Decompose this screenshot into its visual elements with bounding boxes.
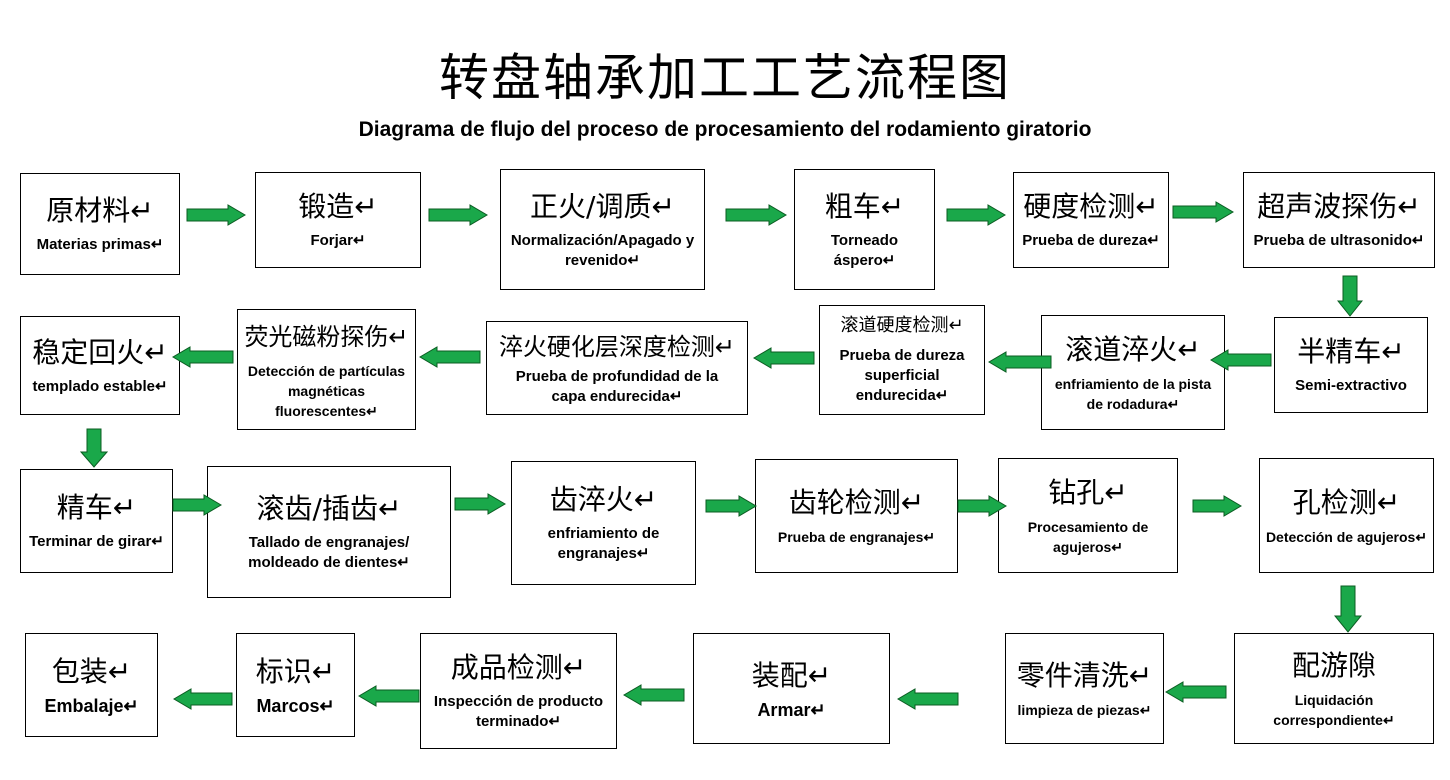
- step-assembly: 装配↵ Armar↵: [693, 633, 890, 744]
- step-label-cn: 配游隙: [1291, 648, 1376, 682]
- step-finish-turning: 精车↵ Terminar de girar↵: [20, 469, 173, 573]
- flow-arrow-left-icon: [358, 685, 420, 707]
- flow-arrow-left-icon: [419, 346, 481, 368]
- step-label-es: Liquidación correspondiente↵: [1273, 691, 1395, 728]
- step-label-cn: 标识↵: [255, 655, 336, 688]
- step-label-es: Torneado áspero↵: [830, 231, 899, 269]
- step-packaging: 包装↵ Embalaje↵: [25, 633, 158, 737]
- flow-arrow-right-icon: [1172, 201, 1234, 223]
- diagram-subtitle: Diagrama de flujo del proceso de procesa…: [358, 118, 1092, 141]
- step-label-es: Embalaje↵: [44, 696, 139, 716]
- step-label-cn: 半精车↵: [1297, 335, 1405, 368]
- flow-arrow-down-icon: [1334, 585, 1362, 633]
- step-label-es: Marcos↵: [256, 696, 335, 716]
- step-label-es: enfriamiento de la pista de rodadura↵: [1054, 375, 1212, 412]
- step-label-cn: 装配↵: [751, 658, 832, 692]
- step-label-es: Semi-extractivo: [1295, 377, 1407, 394]
- step-label-es: Detección de agujeros↵: [1265, 528, 1428, 545]
- step-hole-inspection: 孔检测↵ Detección de agujeros↵: [1259, 458, 1434, 573]
- step-label-cn: 孔检测↵: [1292, 485, 1401, 519]
- step-label-es: Prueba de profundidad de la capa endurec…: [515, 368, 719, 405]
- step-label-cn: 原材料↵: [46, 194, 154, 227]
- step-label-cn: 成品检测↵: [450, 651, 587, 684]
- step-final-inspection: 成品检测↵ Inspección de producto terminado↵: [420, 633, 617, 749]
- step-label-es: Detección de partículas magnéticas fluor…: [247, 362, 406, 419]
- flow-arrow-left-icon: [1165, 681, 1227, 703]
- step-label-cn: 荧光磁粉探伤↵: [244, 322, 409, 351]
- flow-arrow-down-icon: [1337, 275, 1363, 317]
- step-label-cn: 粗车↵: [824, 189, 905, 223]
- step-label-es: Forjar↵: [310, 232, 366, 249]
- flow-arrow-right-icon: [705, 495, 757, 517]
- step-raw-materials: 原材料↵ Materias primas↵: [20, 173, 180, 275]
- step-label-cn: 钻孔↵: [1048, 475, 1128, 509]
- flow-arrow-left-icon: [897, 688, 959, 710]
- step-stable-tempering: 稳定回火↵ templado estable↵: [20, 316, 180, 415]
- step-label-cn: 超声波探伤↵: [1257, 190, 1421, 223]
- step-label-es: Procesamiento de agujeros↵: [1027, 518, 1149, 555]
- step-clearance-matching: 配游隙 Liquidación correspondiente↵: [1234, 633, 1434, 744]
- step-label-cn: 锻造↵: [298, 190, 378, 223]
- step-label-es: Prueba de ultrasonido↵: [1253, 232, 1425, 249]
- step-label-es: Materias primas↵: [36, 236, 164, 253]
- flow-arrow-left-icon: [1210, 349, 1272, 371]
- step-label-es: Armar↵: [757, 699, 826, 720]
- flow-arrow-right-icon: [454, 493, 506, 515]
- step-normalizing: 正火/调质↵ Normalización/Apagado y revenido↵: [500, 169, 705, 290]
- diagram-title: 转盘轴承加工工艺流程图: [439, 49, 1011, 107]
- flow-arrow-left-icon: [623, 684, 685, 706]
- step-label-cn: 滚齿/插齿↵: [256, 492, 402, 525]
- step-magnetic-particle-test: 荧光磁粉探伤↵ Detección de partículas magnétic…: [237, 309, 416, 430]
- step-label-es: Tallado de engranajes/ moldeado de dient…: [248, 534, 410, 571]
- flow-arrow-right-icon: [186, 204, 246, 226]
- step-label-es: limpieza de piezas↵: [1017, 701, 1152, 718]
- step-raceway-hardness-test: 滚道硬度检测↵ Prueba de dureza superficial end…: [819, 305, 985, 415]
- flow-arrow-right-icon: [725, 204, 787, 226]
- step-label-es: templado estable↵: [32, 377, 168, 395]
- step-label-cn: 滚道淬火↵: [1065, 332, 1201, 366]
- step-gear-hobbing: 滚齿/插齿↵ Tallado de engranajes/ moldeado d…: [207, 466, 451, 598]
- step-hardened-layer-depth-test: 淬火硬化层深度检测↵ Prueba de profundidad de la c…: [486, 321, 748, 415]
- flow-arrow-down-icon: [80, 428, 108, 468]
- step-label-cn: 包装↵: [51, 655, 132, 688]
- step-hardness-test: 硬度检测↵ Prueba de dureza↵: [1013, 172, 1169, 268]
- flow-arrow-left-icon: [172, 346, 234, 368]
- step-label-cn: 齿淬火↵: [549, 483, 658, 516]
- flow-arrow-left-icon: [173, 688, 233, 710]
- step-label-cn: 硬度检测↵: [1023, 190, 1159, 223]
- step-label-es: Prueba de engranajes↵: [777, 529, 936, 545]
- step-label-cn: 正火/调质↵: [530, 189, 675, 223]
- step-raceway-quenching: 滚道淬火↵ enfriamiento de la pista de rodadu…: [1041, 315, 1225, 430]
- step-gear-quenching: 齿淬火↵ enfriamiento de engranajes↵: [511, 461, 696, 585]
- flow-arrow-right-icon: [1192, 495, 1242, 517]
- flow-arrow-right-icon: [946, 204, 1006, 226]
- step-parts-cleaning: 零件清洗↵ limpieza de piezas↵: [1005, 633, 1164, 744]
- step-label-es: Terminar de girar↵: [29, 533, 164, 550]
- step-ultrasonic-test: 超声波探伤↵ Prueba de ultrasonido↵: [1243, 172, 1435, 268]
- step-label-es: Normalización/Apagado y revenido↵: [510, 231, 695, 269]
- step-label-es: Prueba de dureza superficial endurecida↵: [839, 347, 965, 404]
- flow-arrow-right-icon: [428, 204, 488, 226]
- step-semi-finishing: 半精车↵ Semi-extractivo: [1274, 317, 1428, 413]
- step-label-cn: 淬火硬化层深度检测↵: [498, 333, 736, 361]
- flow-arrow-right-icon: [172, 494, 222, 516]
- flow-arrow-left-icon: [988, 351, 1052, 373]
- step-label-es: Prueba de dureza↵: [1022, 232, 1160, 249]
- step-marking: 标识↵ Marcos↵: [236, 633, 355, 737]
- step-label-cn: 精车↵: [56, 491, 137, 524]
- flow-arrow-left-icon: [753, 347, 815, 369]
- step-label-cn: 齿轮检测↵: [788, 486, 925, 519]
- step-label-cn: 零件清洗↵: [1016, 658, 1153, 692]
- flow-arrow-right-icon: [957, 495, 1007, 517]
- step-drilling: 钻孔↵ Procesamiento de agujeros↵: [998, 458, 1178, 573]
- step-label-cn: 滚道硬度检测↵: [840, 315, 964, 336]
- step-label-cn: 稳定回火↵: [32, 335, 168, 369]
- step-gear-inspection: 齿轮检测↵ Prueba de engranajes↵: [755, 459, 958, 573]
- step-label-es: Inspección de producto terminado↵: [433, 693, 604, 730]
- step-rough-turning: 粗车↵ Torneado áspero↵: [794, 169, 935, 290]
- step-label-es: enfriamiento de engranajes↵: [547, 525, 660, 562]
- step-forging: 锻造↵ Forjar↵: [255, 172, 421, 268]
